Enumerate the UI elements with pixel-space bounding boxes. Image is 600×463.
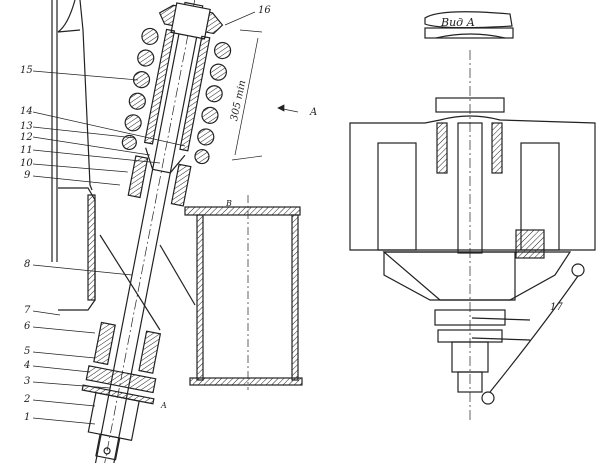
cylinder-box — [184, 195, 303, 390]
spring-shaft-assembly — [81, 0, 232, 463]
part-label-14: 14 — [20, 106, 33, 117]
part-label-6: 6 — [24, 321, 31, 332]
part-label-5: 5 — [24, 346, 31, 357]
part-label-7: 7 — [24, 305, 31, 316]
part-label-1: 1 — [24, 412, 31, 423]
leader-lines — [32, 11, 299, 425]
view-a — [349, 11, 596, 420]
part-label-13: 13 — [20, 121, 33, 132]
strut — [99, 234, 161, 331]
part-label-17: 17 — [550, 302, 563, 313]
view-arrow-label: A — [310, 107, 318, 118]
part-label-10: 10 — [20, 158, 33, 169]
part-label-15: 15 — [20, 65, 33, 76]
part-label-9: 9 — [24, 170, 31, 181]
part-label-11: 11 — [20, 145, 33, 156]
gap-label-b: B — [226, 199, 232, 208]
part-label-3: 3 — [24, 376, 31, 387]
part-label-16: 16 — [258, 5, 271, 16]
part-label-2: 2 — [24, 394, 31, 405]
part-label-4: 4 — [24, 360, 31, 371]
view-title: Вид А — [441, 16, 475, 29]
part-label-12: 12 — [20, 132, 33, 143]
gap-label-a: A — [161, 401, 167, 410]
part-label-8: 8 — [24, 259, 31, 270]
frame-rail — [51, 0, 96, 311]
